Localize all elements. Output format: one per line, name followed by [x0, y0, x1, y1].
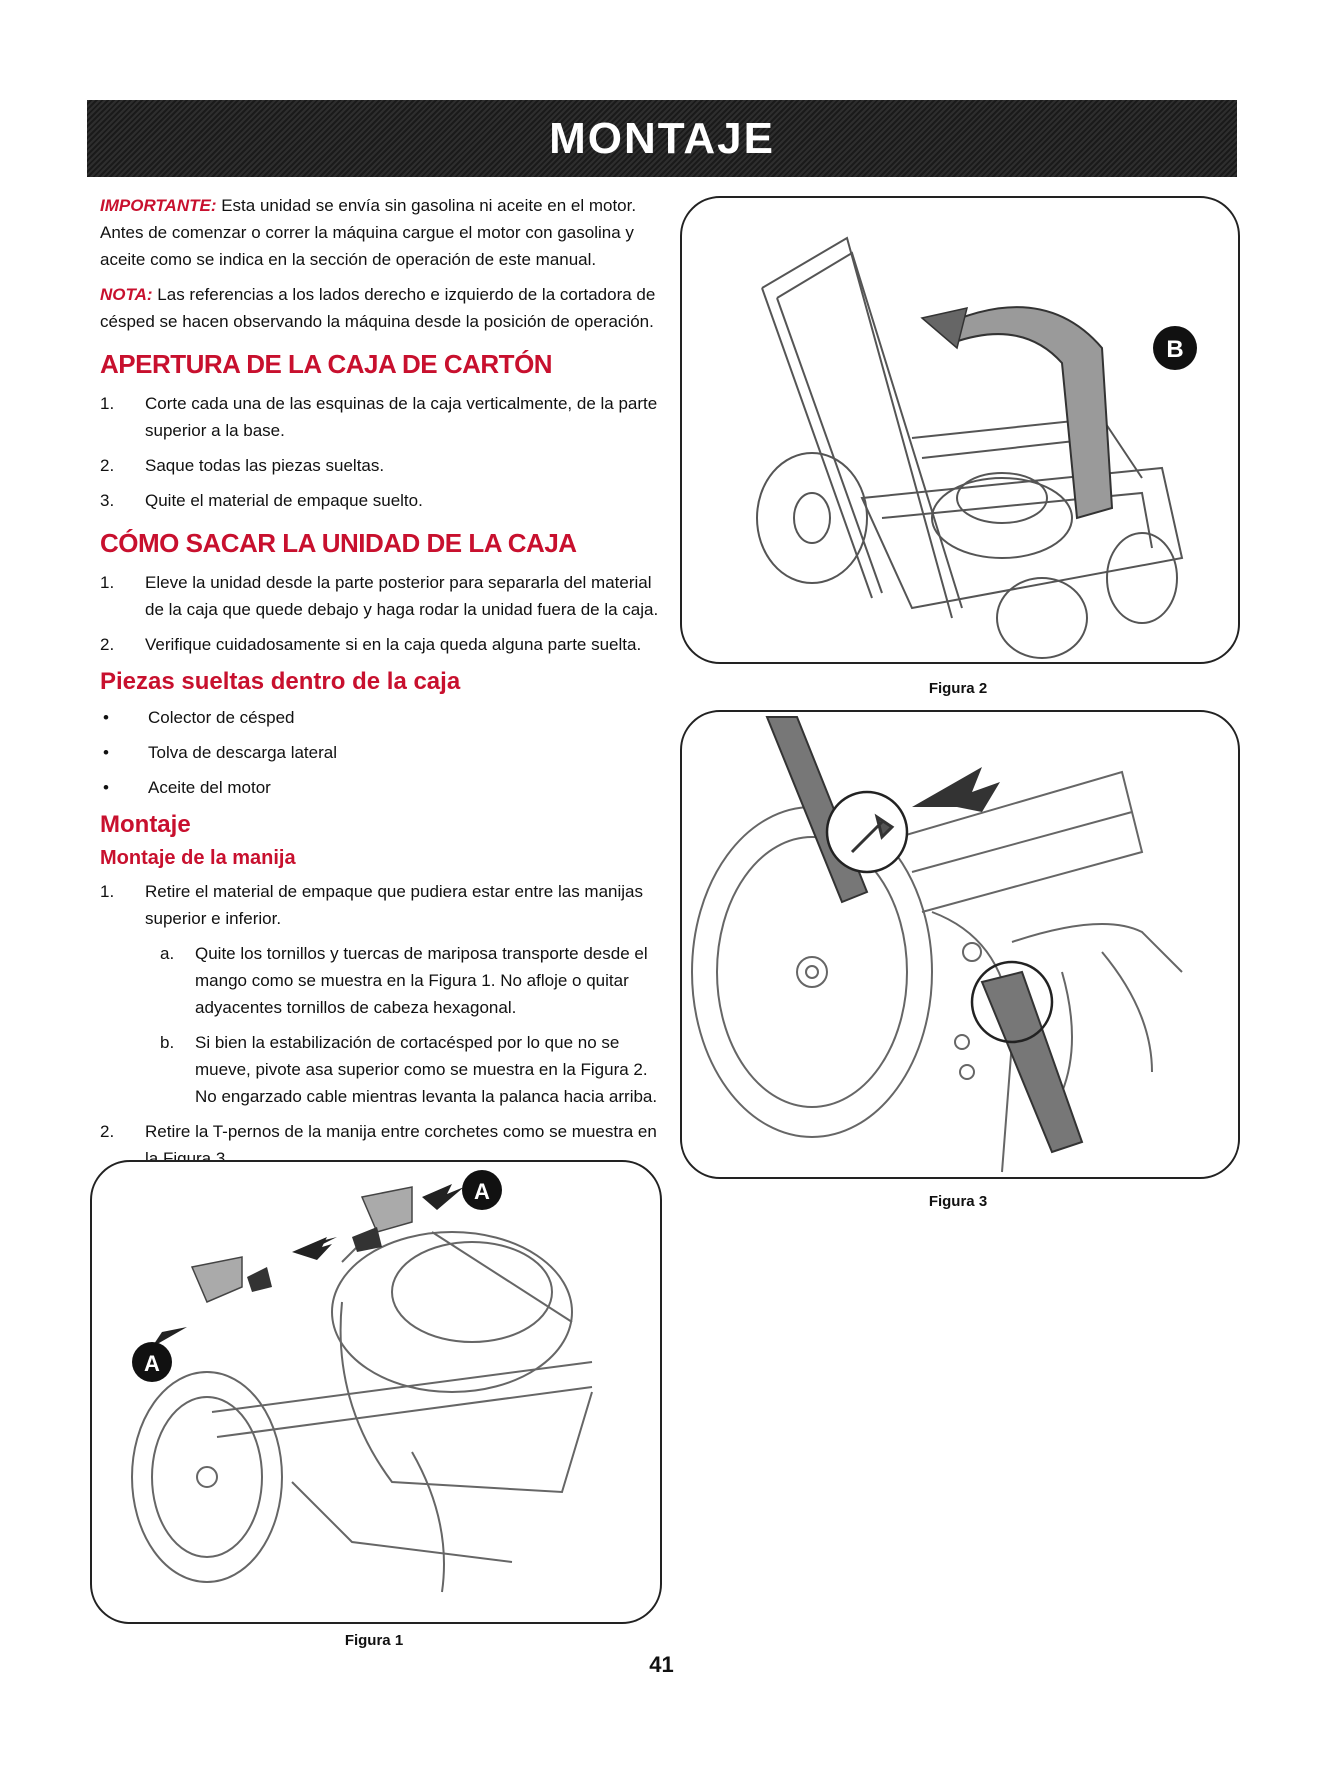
page-number: 41 [649, 1652, 674, 1677]
heading-handle-assembly: Montaje de la manija [100, 847, 296, 869]
figure-1-box: A A [90, 1160, 662, 1624]
important-paragraph: IMPORTANTE: Esta unidad se envía sin gas… [100, 192, 660, 273]
figure-2-caption: Figura 2 [928, 680, 988, 697]
section-header-title: MONTAJE [549, 113, 775, 163]
loose-item: •Tolva de descarga lateral [103, 743, 338, 762]
left-column: IMPORTANTE: Esta unidad se envía sin gas… [100, 192, 660, 1180]
rotation-arrow-icon [935, 306, 1114, 520]
heading-assembly: Montaje [100, 811, 191, 838]
figure-1-caption: Figura 1 [344, 1632, 404, 1649]
figure-3-illustration [691, 716, 1183, 1173]
figure-3-box [680, 710, 1240, 1179]
heading-loose-parts: Piezas sueltas dentro de la caja [100, 668, 461, 695]
wing-nut-lower-icon [247, 1267, 272, 1292]
arrow-head-icon [920, 307, 969, 350]
lower-handle-icon [980, 970, 1084, 1154]
callout-b-label: B [1166, 336, 1183, 363]
remove-step-1: 1.Eleve la unidad desde la parte posteri… [100, 573, 659, 619]
assembly-substep-a: a.Quite los tornillos y tuercas de marip… [160, 944, 648, 1017]
lower-bracket-icon [190, 1256, 243, 1303]
remove-step-2: 2.Verifique cuidadosamente si en la caja… [100, 635, 642, 654]
upper-bracket-icon [360, 1186, 413, 1233]
t-bolt-icon [850, 813, 895, 854]
assembly-step-1: 1.Retire el material de empaque que pudi… [100, 882, 643, 928]
figure-1-illustration: A A [131, 1170, 593, 1593]
figure-2-box: B [680, 196, 1240, 664]
important-lead: IMPORTANTE: [100, 196, 217, 215]
figure-2-illustration: B [756, 236, 1197, 659]
arrow-up-icon [422, 1184, 464, 1210]
important-text: Esta unidad se envía sin gasolina ni ace… [100, 196, 637, 269]
heading-remove: CÓMO SACAR LA UNIDAD DE LA CAJA [100, 528, 577, 558]
loose-item: •Aceite del motor [103, 778, 271, 797]
assembly-substep-b: b.Si bien la estabilización de cortacésp… [160, 1033, 658, 1106]
opening-step-2: 2.Saque todas las piezas sueltas. [100, 456, 385, 475]
callout-a-lower-label: A [144, 1351, 160, 1376]
callout-b-icon [1153, 326, 1197, 370]
zoom-circle-upper-icon [825, 790, 909, 874]
zoom-circle-lower-icon [970, 960, 1054, 1044]
opening-step-1: 1.Corte cada una de las esquinas de la c… [100, 394, 658, 440]
section-header: MONTAJE [87, 100, 1237, 177]
note-paragraph: NOTA: Las referencias a los lados derech… [100, 281, 660, 335]
callout-a-upper-icon [462, 1170, 502, 1210]
callout-a-lower-icon [132, 1342, 172, 1382]
arrow-down-left-icon [152, 1327, 187, 1347]
figure-3-caption: Figura 3 [928, 1193, 988, 1210]
opening-step-3: 3.Quite el material de empaque suelto. [100, 491, 423, 510]
direction-arrow-icon [912, 767, 1000, 812]
callout-a-upper-label: A [474, 1179, 490, 1204]
note-text: Las referencias a los lados derecho e iz… [100, 285, 656, 331]
heading-opening: APERTURA DE LA CAJA DE CARTÓN [100, 349, 553, 379]
arrow-left-icon [307, 1237, 337, 1252]
loose-item: •Colector de césped [103, 708, 295, 727]
wing-nut-upper-icon [352, 1227, 382, 1252]
note-lead: NOTA: [100, 285, 153, 304]
